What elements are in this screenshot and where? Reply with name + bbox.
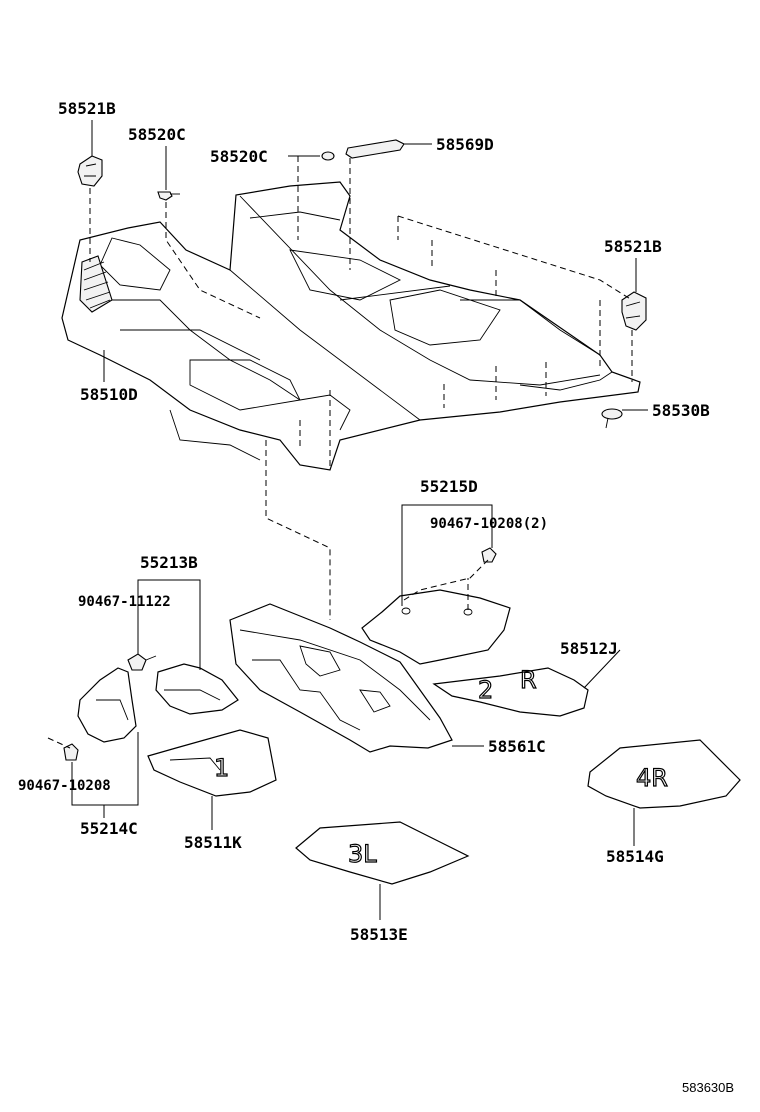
clip-58521b-right bbox=[621, 291, 647, 331]
nut-90467-10208-2 bbox=[481, 547, 497, 563]
label-58514g: 58514G bbox=[606, 847, 664, 866]
label-58561c: 58561C bbox=[488, 737, 546, 756]
label-58512j: 58512J bbox=[560, 639, 618, 658]
label-58510d: 58510D bbox=[80, 385, 138, 404]
label-90467-10208-2: 90467-10208(2) bbox=[430, 516, 548, 532]
label-58569d: 58569D bbox=[436, 135, 494, 154]
clip-58530b bbox=[601, 408, 623, 429]
mat-58514g-mark: 4R bbox=[636, 764, 668, 792]
clip-58521b-top bbox=[77, 155, 103, 187]
diagram-reference: 583630B bbox=[682, 1080, 734, 1095]
bolt-90467-11122 bbox=[127, 653, 157, 671]
part-58561c bbox=[229, 603, 453, 753]
label-55215d: 55215D bbox=[420, 477, 478, 496]
label-58521b-right: 58521B bbox=[604, 237, 662, 256]
label-58513e: 58513E bbox=[350, 925, 408, 944]
part-55215d bbox=[361, 589, 511, 665]
mat-58513e: 3L bbox=[295, 821, 470, 885]
mat-58511k: 1 bbox=[147, 729, 277, 797]
label-55213b: 55213B bbox=[140, 553, 198, 572]
label-58521b-top: 58521B bbox=[58, 99, 116, 118]
label-55214c: 55214C bbox=[80, 819, 138, 838]
floor-carpet-58510d bbox=[61, 181, 641, 471]
clip-58520c-mid bbox=[321, 151, 335, 161]
assembly-lines bbox=[47, 156, 633, 749]
nut-90467-10208 bbox=[63, 743, 79, 761]
mat-58511k-mark: 1 bbox=[214, 754, 229, 782]
part-58569d bbox=[345, 139, 405, 159]
leader-lines bbox=[71, 120, 648, 920]
mat-58514g: 4R bbox=[587, 739, 741, 809]
mat-58512j-mark-b: R bbox=[520, 666, 537, 694]
part-55213b bbox=[155, 663, 239, 715]
part-labels: 58521B 58520C 58520C 58569D 58521B 58510… bbox=[18, 99, 710, 944]
label-90467-11122: 90467-11122 bbox=[78, 594, 171, 610]
mat-58512j-mark-a: 2 bbox=[478, 676, 493, 704]
label-58520c-mid: 58520C bbox=[210, 147, 268, 166]
label-58511k: 58511K bbox=[184, 833, 242, 852]
clip-58520c-left bbox=[157, 191, 180, 201]
mat-58513e-mark: 3L bbox=[348, 840, 377, 868]
mat-58512j: 2 R bbox=[432, 665, 589, 717]
label-58530b: 58530B bbox=[652, 401, 710, 420]
label-58520c-left: 58520C bbox=[128, 125, 186, 144]
label-90467-10208: 90467-10208 bbox=[18, 778, 111, 794]
part-55214c bbox=[77, 667, 137, 743]
